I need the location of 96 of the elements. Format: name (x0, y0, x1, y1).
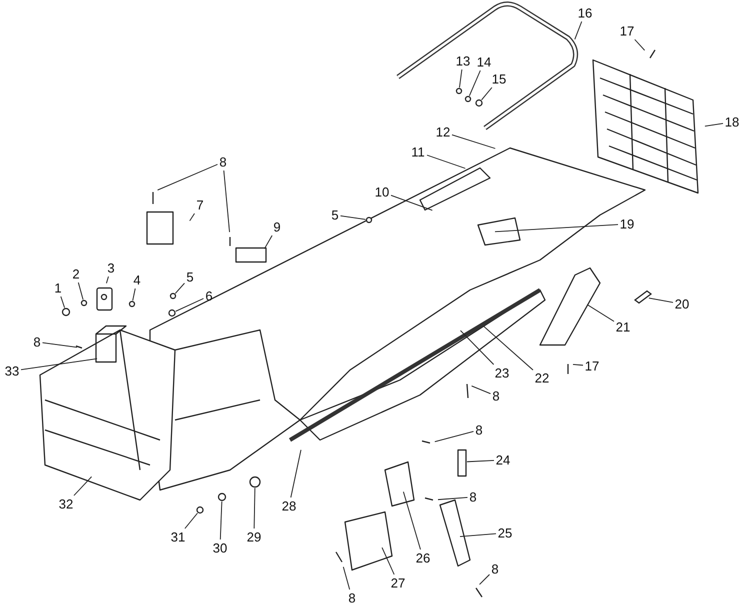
callout-number: 1 (54, 280, 62, 296)
callout-number: 25 (498, 526, 512, 540)
callout-number: 8 (475, 422, 483, 438)
leader-line (78, 282, 84, 300)
leader-line (459, 69, 462, 88)
fastener-drawing (80, 300, 88, 306)
callout-number: 17 (584, 358, 600, 374)
leader-line (471, 385, 491, 394)
leader-line (466, 460, 494, 462)
callout-number: 19 (620, 216, 634, 232)
fastener-drawing (464, 96, 472, 102)
leader-line (342, 566, 350, 590)
leader-line (494, 224, 618, 232)
callout-number: 22 (534, 370, 550, 386)
callout-number: 21 (616, 320, 630, 334)
fastener-drawing (196, 506, 204, 514)
callout-number: 8 (491, 562, 499, 576)
callout-number: 26 (416, 550, 430, 566)
leader-line (382, 547, 395, 575)
leader-line (402, 491, 421, 550)
leader-line (574, 21, 582, 40)
leader-line (132, 288, 136, 302)
leader-line (157, 164, 218, 190)
callout-number: 9 (273, 220, 281, 234)
leader-line (704, 122, 724, 127)
leader-line (390, 194, 433, 211)
callout-number: 8 (348, 590, 356, 604)
leader-line (460, 533, 496, 538)
callout-number: 12 (436, 124, 450, 140)
callout-number: 16 (578, 6, 592, 20)
fastener-drawing (170, 292, 176, 300)
callout-number: 17 (620, 24, 634, 38)
leader-line (174, 282, 185, 294)
callout-number: 13 (456, 54, 470, 68)
leader-line (426, 154, 466, 169)
leader-line (460, 330, 494, 365)
callout-number: 5 (331, 208, 339, 222)
leader-line (340, 215, 366, 220)
callout-number: 8 (33, 334, 41, 350)
leader-line (184, 512, 198, 529)
leader-line (106, 276, 109, 284)
leader-line (74, 476, 92, 496)
callout-number: 8 (492, 388, 500, 404)
fastener-drawing (168, 309, 176, 317)
leader-line (438, 496, 468, 500)
leader-line (264, 235, 273, 250)
callout-number: 18 (724, 114, 740, 130)
callout-number: 29 (246, 530, 262, 544)
callout-number: 24 (496, 452, 510, 468)
leader-line (481, 87, 492, 100)
leader-line (483, 326, 534, 370)
leader-line (479, 574, 490, 585)
leader-line (634, 39, 646, 51)
leader-line (20, 358, 98, 370)
fastener-drawing (366, 216, 372, 224)
fastener-drawing (218, 492, 226, 502)
callout-number: 8 (219, 154, 227, 170)
fastener-drawing (456, 88, 462, 94)
fastener-drawing (249, 476, 261, 488)
callout-number: 10 (374, 184, 390, 200)
callout-number: 31 (170, 530, 186, 544)
callout-number: 5 (186, 270, 194, 284)
fastener-drawing (475, 99, 483, 107)
callout-number: 27 (390, 576, 406, 590)
leader-line (60, 296, 66, 308)
callout-number: 11 (411, 144, 425, 160)
callout-number: 28 (282, 498, 296, 514)
callout-number: 3 (107, 260, 115, 276)
clip-drawing (634, 290, 652, 304)
leader-line (42, 342, 78, 348)
leader-line (175, 298, 204, 312)
leader-line (220, 501, 222, 540)
callout-number: 15 (492, 72, 506, 86)
callout-number: 8 (469, 490, 477, 504)
leader-line (223, 170, 230, 232)
leader-line (254, 488, 256, 529)
callout-number: 20 (674, 296, 690, 312)
fastener-drawing (62, 308, 70, 316)
leader-line (434, 431, 474, 442)
callout-number: 2 (72, 266, 80, 282)
leader-line (586, 304, 614, 322)
fastener-drawing (128, 300, 136, 308)
callout-number: 6 (205, 288, 213, 304)
callout-number: 30 (212, 540, 228, 556)
callout-number: 23 (494, 366, 510, 380)
leader-line (189, 213, 195, 222)
leader-line (468, 70, 481, 96)
leader-line (290, 449, 302, 498)
leader-line (452, 134, 496, 149)
callout-number: 7 (196, 198, 204, 212)
leader-line (572, 364, 584, 366)
callout-number: 33 (4, 364, 20, 378)
callout-number: 4 (133, 272, 141, 288)
callout-number: 32 (58, 496, 74, 512)
callout-number: 14 (476, 54, 492, 70)
leader-line (648, 298, 674, 303)
